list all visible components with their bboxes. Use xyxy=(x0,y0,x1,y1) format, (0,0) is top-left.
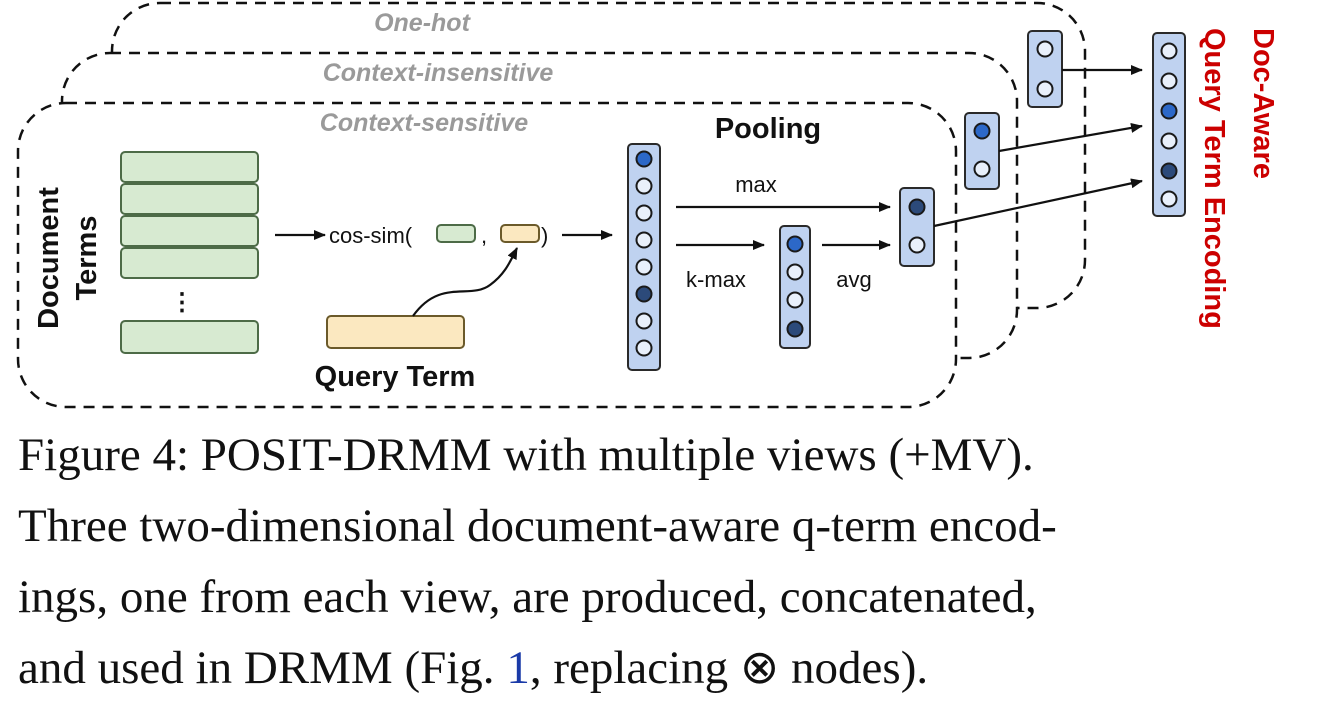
document-term-bar xyxy=(120,183,259,215)
k-max-node xyxy=(786,291,804,309)
caption-line: Figure 4: POSIT-DRMM with multiple views… xyxy=(18,420,1314,491)
output-label-line1: Doc-Aware xyxy=(1247,28,1279,179)
similarity-node xyxy=(635,312,653,330)
document-terms-ellipsis: ⋮ xyxy=(170,289,194,316)
query-term-label: Query Term xyxy=(315,361,476,393)
pooled-node xyxy=(908,198,926,216)
pooled-node xyxy=(908,236,926,254)
pooling-label: Pooling xyxy=(715,113,821,145)
caption-figure-number: Figure 4: xyxy=(18,429,201,481)
figure-caption: Figure 4: POSIT-DRMM with multiple views… xyxy=(18,420,1314,704)
k-max-node xyxy=(786,263,804,281)
context-sensitive-view-label: Context-sensitive xyxy=(320,109,528,137)
doc-aware-encoding-vector xyxy=(1152,32,1186,217)
query-to-cossim-curve xyxy=(412,247,518,317)
document-term-bar xyxy=(120,151,259,183)
context-insensitive-view-label: Context-insensitive xyxy=(323,59,554,87)
cos-sim-doc-term-icon xyxy=(436,224,476,243)
multi-view-diagram: One-hot Context-insensitive Context-sens… xyxy=(16,1,1279,409)
output-label-line2: Query Term Encoding xyxy=(1198,28,1230,329)
caption-text: (Fig. xyxy=(392,642,507,694)
k-max-vector-nodes xyxy=(786,235,804,338)
caption-text: , replacing ⊗ nodes). xyxy=(529,642,929,694)
one-hot-view-label: One-hot xyxy=(374,9,471,37)
encoding-node xyxy=(1160,190,1178,208)
k-max-node xyxy=(786,235,804,253)
caption-line: ings, one from each view, are produced, … xyxy=(18,571,1037,623)
context-sensitive-to-output-arrow xyxy=(933,178,1143,228)
document-term-bar xyxy=(120,215,259,247)
document-terms-label-line1: Document xyxy=(33,187,65,329)
pooled-node xyxy=(973,160,991,178)
pooled-node xyxy=(973,122,991,140)
document-term-bar xyxy=(120,320,259,354)
similarity-node xyxy=(635,258,653,276)
k-max-label: k-max xyxy=(686,267,746,292)
pooled-node xyxy=(1036,80,1054,98)
pooled-vector-context-sensitive xyxy=(899,187,935,267)
similarity-node xyxy=(635,204,653,222)
cos-sim-close-paren: ) xyxy=(541,223,548,248)
caption-text: ). xyxy=(1006,429,1034,481)
encoding-node xyxy=(1160,102,1178,120)
caption-text: and used in xyxy=(18,642,244,694)
caption-text: with multiple views (+ xyxy=(491,429,931,481)
encoding-node xyxy=(1160,72,1178,90)
avg-label: avg xyxy=(836,267,871,292)
similarity-vector xyxy=(627,143,661,371)
caption-line: Three two-dimensional document-aware q-t… xyxy=(18,500,1057,552)
document-terms-label-line2: Terms xyxy=(71,216,103,301)
similarity-node xyxy=(635,177,653,195)
k-max-node xyxy=(786,320,804,338)
k-max-vector xyxy=(779,225,811,349)
similarity-vector-nodes xyxy=(635,150,653,357)
max-label: max xyxy=(735,172,777,197)
document-term-bar xyxy=(120,247,259,279)
encoding-node xyxy=(1160,162,1178,180)
similarity-node xyxy=(635,339,653,357)
encoding-node xyxy=(1160,132,1178,150)
figure-reference-link[interactable]: 1 xyxy=(506,642,530,694)
pooled-node xyxy=(1036,40,1054,58)
cos-sim-label: cos-sim( xyxy=(329,223,413,248)
caption-model-name: POSIT-DRMM xyxy=(200,429,492,481)
caption-mv-abbrev: MV xyxy=(930,429,1007,481)
cos-sim-query-term-icon xyxy=(500,224,540,243)
doc-aware-encoding-nodes xyxy=(1160,42,1178,208)
similarity-node xyxy=(635,150,653,168)
caption-line: and used in DRMM (Fig. 1, replacing ⊗ no… xyxy=(18,633,1314,704)
similarity-node xyxy=(635,285,653,303)
query-term-bar xyxy=(326,315,465,349)
similarity-node xyxy=(635,231,653,249)
caption-drmm: DRMM xyxy=(243,642,393,694)
cos-sim-comma: , xyxy=(481,223,487,248)
encoding-node xyxy=(1160,42,1178,60)
context-insensitive-to-output-arrow xyxy=(998,122,1143,153)
